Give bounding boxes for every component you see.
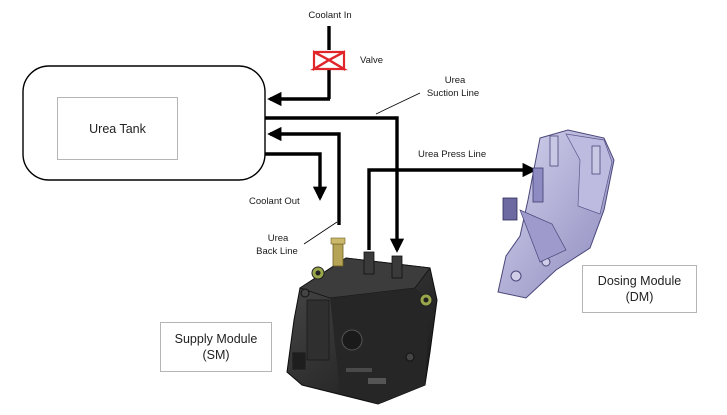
valve-icon <box>310 50 348 71</box>
urea-tank-label-box: Urea Tank <box>57 97 178 160</box>
urea-press-line-label: Urea Press Line <box>418 149 486 160</box>
coolant-in-line <box>267 26 331 107</box>
urea-back-line <box>267 126 341 225</box>
suction-leader-line <box>375 92 421 115</box>
coolant-in-label: Coolant In <box>308 10 351 21</box>
coolant-out-line <box>265 152 328 201</box>
valve-label: Valve <box>360 55 383 66</box>
dosing-module-image <box>497 129 615 299</box>
urea-suction-label-line1: Urea <box>445 75 466 86</box>
supply-module-label-box: Supply Module (SM) <box>160 322 272 372</box>
dosing-module-label-box: Dosing Module (DM) <box>582 265 697 313</box>
urea-back-label-line2: Back Line <box>256 246 298 257</box>
urea-tank-label: Urea Tank <box>89 121 146 136</box>
urea-suction-label-line2: Suction Line <box>427 88 479 99</box>
supply-module-label-line2: (SM) <box>202 348 230 362</box>
urea-suction-line <box>265 116 405 253</box>
back-line-leader <box>303 221 338 245</box>
urea-press-line <box>367 162 537 250</box>
dosing-module-label-line2: (DM) <box>625 290 654 304</box>
dosing-module-label-line1: Dosing Module <box>597 274 682 288</box>
coolant-out-label: Coolant Out <box>249 196 300 207</box>
urea-back-label-line1: Urea <box>268 233 289 244</box>
supply-module-label-line1: Supply Module <box>174 332 258 346</box>
supply-module-image <box>286 237 438 405</box>
